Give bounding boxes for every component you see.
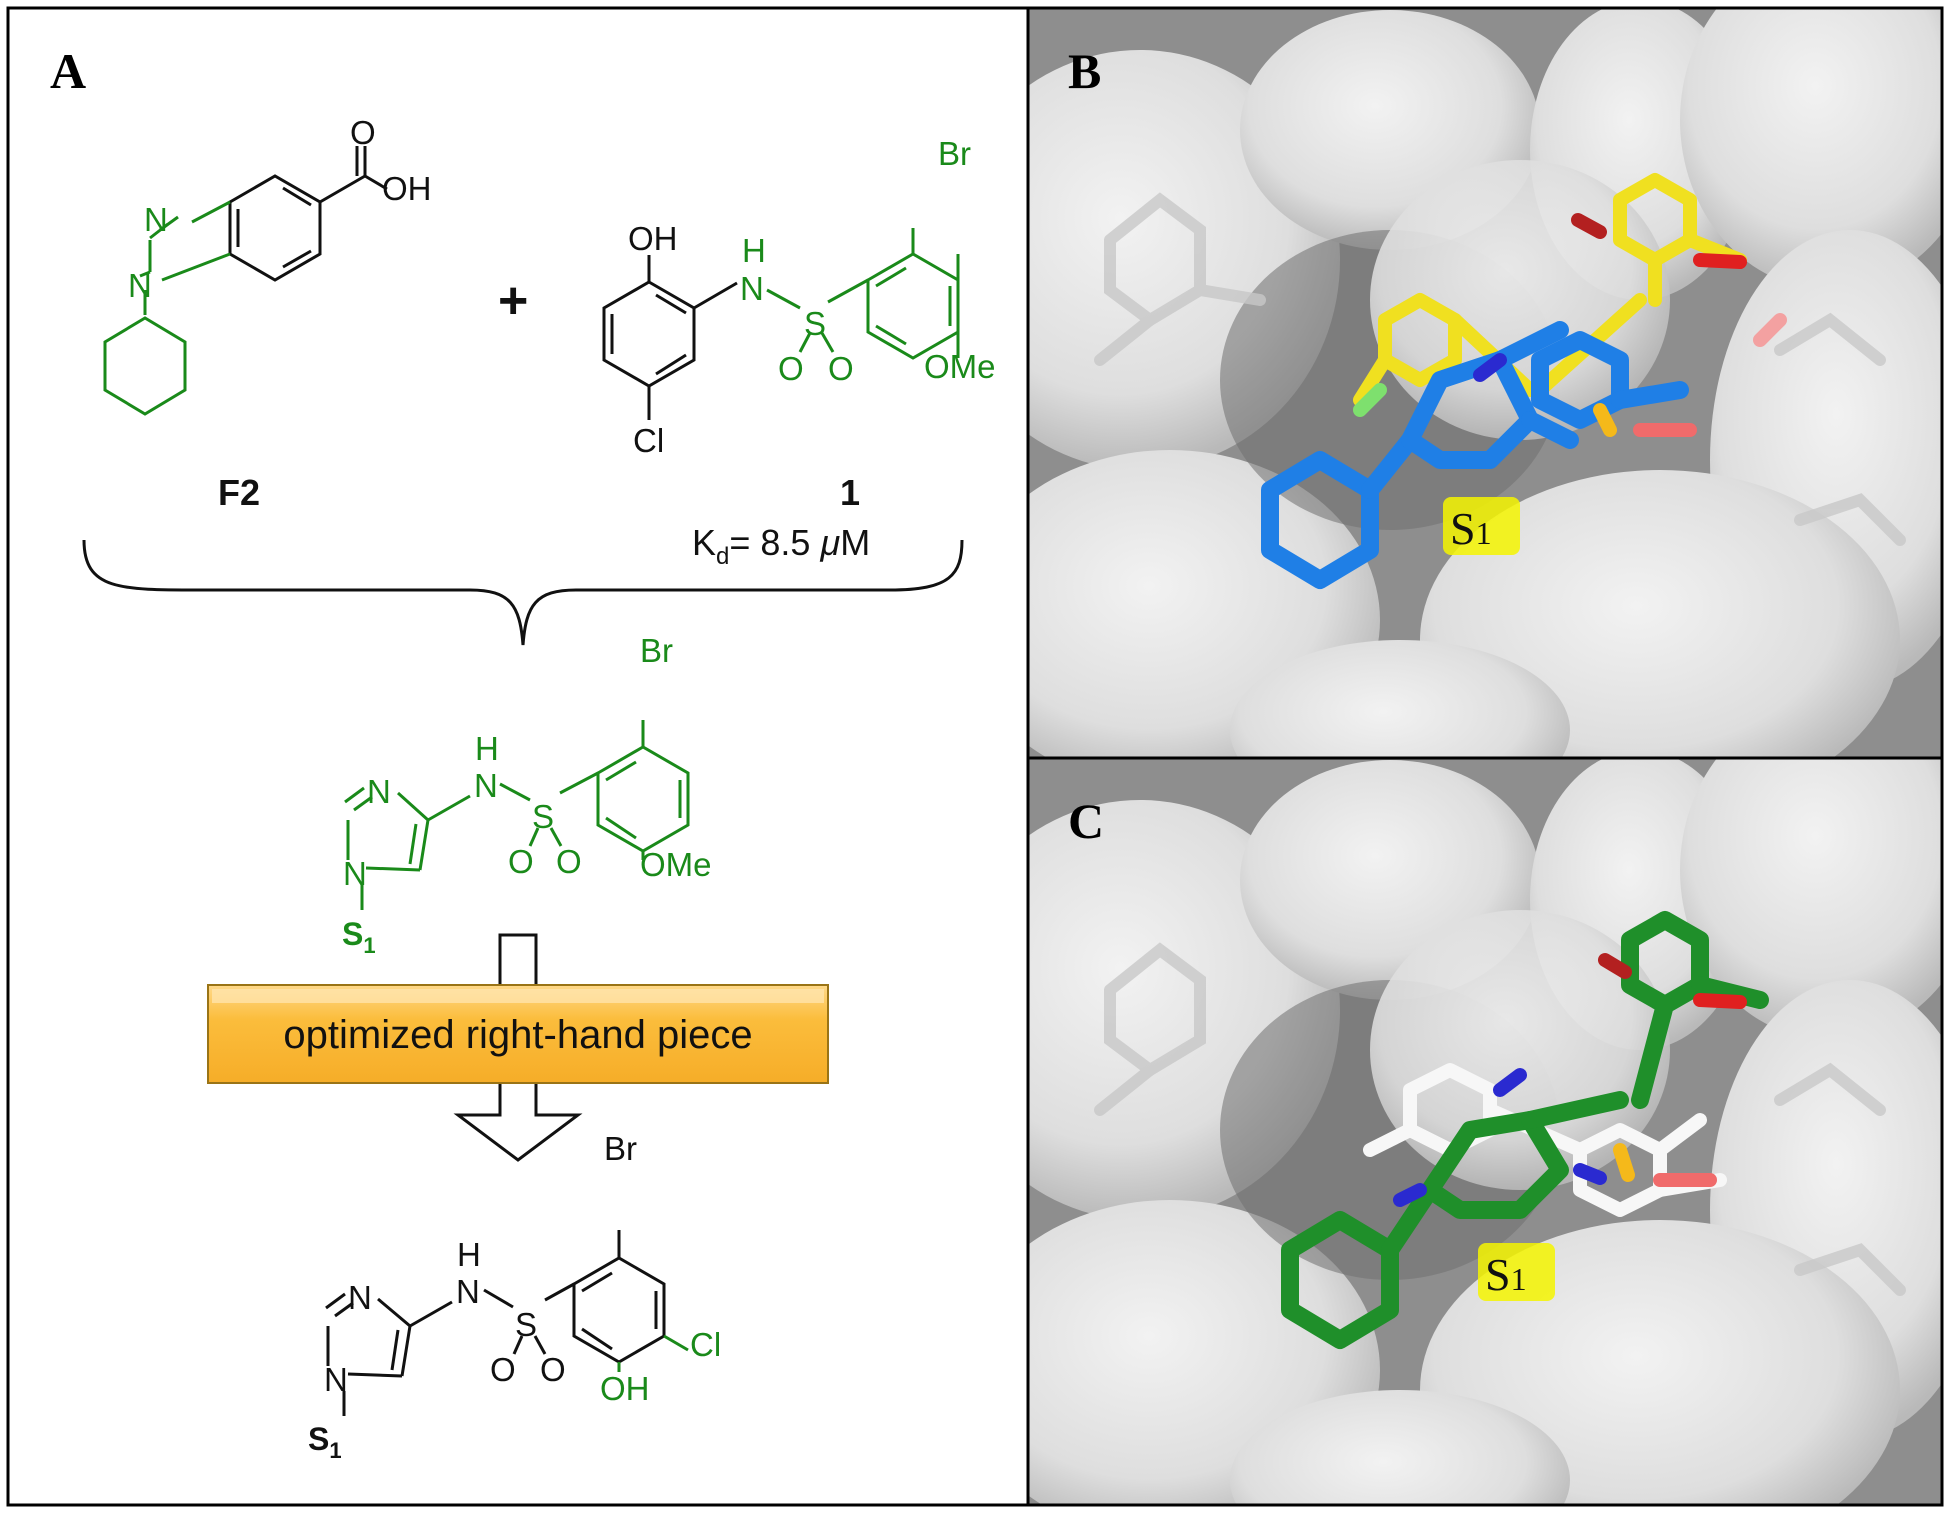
c1-kd-sub: d — [716, 543, 729, 570]
final-s1: S1 — [308, 1421, 342, 1463]
optimization-label-box: optimized right-hand piece — [207, 984, 829, 1084]
f2-name: F2 — [218, 472, 260, 513]
panel-c-s1-sub: 1 — [1511, 1261, 1527, 1297]
panel-b-s1: S1 — [1450, 503, 1492, 554]
final-br: Br — [604, 1130, 637, 1167]
hybrid-o-right: O — [556, 843, 582, 880]
hybrid-n-ring: N — [343, 855, 367, 892]
panel-c-frame — [1026, 756, 1944, 1507]
final-s: S — [515, 1306, 537, 1343]
panel-c-protein-surface — [1028, 758, 1942, 1505]
final-n-ring: N — [324, 1361, 348, 1398]
panel-a-frame — [6, 6, 1030, 1507]
f2-n-ring: N — [128, 267, 152, 304]
c1-name: 1 — [840, 472, 860, 513]
panel-b-s1-main: S — [1450, 503, 1476, 554]
c1-o-right: O — [828, 350, 854, 387]
final-phenol-substituents — [617, 1334, 689, 1372]
panel-c-s1: S1 — [1485, 1249, 1527, 1300]
c1-phenol-ring — [602, 255, 738, 420]
hybrid-s1: S1 — [342, 916, 376, 958]
c1-kd-unit: M — [840, 522, 870, 563]
panel-b-heteroatoms — [1353, 213, 1787, 437]
hybrid-s1-main: S — [342, 916, 363, 952]
panel-c-site-label: S1 — [1478, 1243, 1555, 1301]
panel-b-letter: B — [1068, 43, 1101, 99]
c1-oh: OH — [628, 220, 678, 257]
final-o-left: O — [490, 1351, 516, 1388]
hybrid-ome: OMe — [640, 846, 712, 883]
panel-b-protein-surface — [1028, 8, 1942, 758]
hybrid-o-left: O — [508, 843, 534, 880]
final-cl: Cl — [690, 1326, 721, 1363]
final-compound: N N H N S O O Br Cl OH S1 — [308, 1130, 721, 1463]
plus-sign: + — [498, 272, 528, 330]
c1-sulfonamide-aryl — [766, 228, 960, 360]
hybrid-br: Br — [640, 632, 673, 669]
hybrid-s1-sub: 1 — [363, 933, 375, 958]
hybrid-n-top: N — [367, 773, 391, 810]
panel-c-s1-main: S — [1485, 1249, 1511, 1300]
final-nh-n: N — [456, 1273, 480, 1310]
hybrid-s: S — [532, 798, 554, 835]
panel-c-residue-sticks — [1094, 942, 1906, 1296]
final-oh: OH — [600, 1370, 650, 1407]
final-s1-main: S — [308, 1421, 329, 1457]
panel-a-label: A — [50, 43, 86, 99]
panel-b: S1 B — [1028, 8, 1942, 758]
c1-br: Br — [938, 135, 971, 172]
panel-b-ligand-blue — [1261, 321, 1689, 589]
final-s1-sub: 1 — [329, 1438, 341, 1463]
c1-nh-n: N — [740, 270, 764, 307]
panel-c-letter: C — [1068, 793, 1104, 849]
c1-kd: Kd= 8.5 μM — [692, 522, 870, 570]
c1-cl: Cl — [633, 422, 664, 459]
compound-f2: N N O OH F2 — [103, 114, 432, 513]
c1-o-left: O — [778, 350, 804, 387]
hybrid-compound: N N H N S O O Br OMe S1 — [342, 632, 712, 958]
c1-nh-h: H — [742, 232, 766, 269]
f2-o-top: O — [350, 114, 376, 151]
merge-brace — [82, 539, 964, 646]
final-nh-h: H — [457, 1236, 481, 1273]
c1-s: S — [804, 305, 826, 342]
hybrid-nh-h: H — [475, 730, 499, 767]
c1-kd-k: K — [692, 522, 716, 563]
panel-b-s1-sub: 1 — [1476, 515, 1492, 551]
optimization-label: optimized right-hand piece — [283, 1013, 752, 1057]
panel-c: S1 C — [1028, 758, 1942, 1505]
panel-b-residue-sticks — [1094, 192, 1906, 546]
final-n-top: N — [348, 1279, 372, 1316]
c1-ome: OMe — [924, 348, 996, 385]
final-o-right: O — [540, 1351, 566, 1388]
panel-c-heteroatoms — [1393, 953, 1747, 1207]
f2-imidazole-ring — [103, 200, 231, 416]
panel-b-site-label: S1 — [1443, 497, 1520, 555]
panel-a: A — [6, 6, 1030, 1507]
f2-oh: OH — [382, 170, 432, 207]
hybrid-nh-n: N — [474, 767, 498, 804]
hybrid-imidazole — [344, 720, 690, 910]
f2-n-top: N — [144, 201, 168, 238]
panel-c-ligand-green — [1281, 911, 1769, 1349]
compound-1: OH H N S O O Br OMe Cl 1 Kd= 8.5 μM — [602, 135, 996, 570]
c1-kd-value: = 8.5 — [729, 522, 820, 563]
c1-kd-mu: μ — [819, 522, 840, 563]
